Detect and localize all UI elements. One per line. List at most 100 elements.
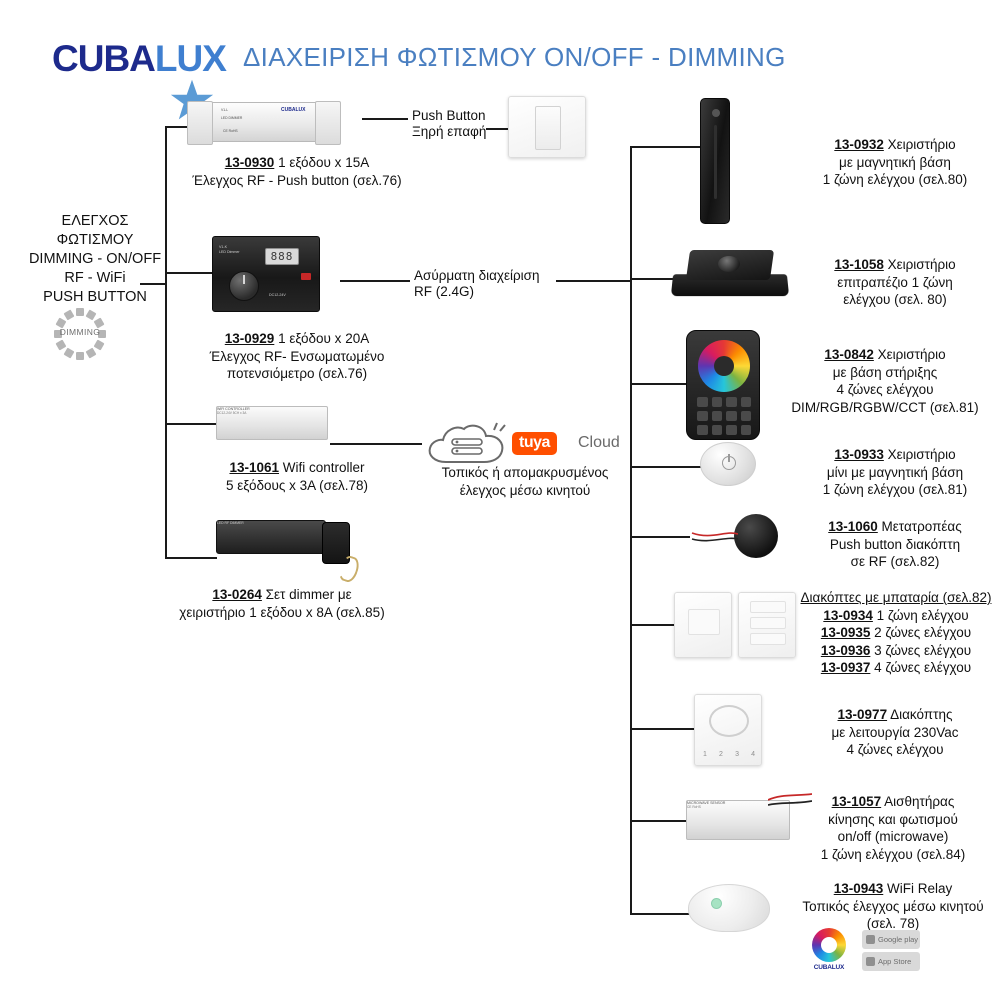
label-13-0264: 13-0264 Σετ dimmer με χειριστήριο 1 εξόδ… — [132, 586, 432, 621]
device-13-1057-wires — [768, 793, 812, 806]
code-13-0934: 13-0934 — [823, 607, 873, 623]
device-13-0930-left-terminal — [187, 101, 213, 145]
push-button-line2: Ξηρή επαφή — [412, 124, 487, 139]
app-store-badge[interactable]: App Store — [862, 952, 920, 971]
desc-13-0943-line2: Τοπικός έλεγχος μέσω κινητού — [802, 898, 984, 914]
push-button-line1: Push Button — [412, 108, 486, 123]
device-13-1057: MICROWAVE SENSOR CE RoHS — [686, 800, 790, 840]
branch-0933 — [630, 466, 702, 468]
cubalux-logo-text: CUBALUX — [813, 964, 845, 971]
branch-1058 — [630, 278, 674, 280]
desc-13-1057-line3: on/off (microwave) — [837, 829, 949, 844]
code-13-1057: 13-1057 — [831, 794, 882, 809]
device-13-0842-key-row-1 — [697, 397, 751, 407]
cubalux-app-logo: CUBALUX — [808, 928, 850, 971]
desc-13-0930-line2: Έλεγχος RF - Push button (σελ.76) — [192, 172, 402, 188]
desc-13-0977-line1: Διακόπτης — [887, 707, 953, 722]
desc-13-1057-line1: Αισθητήρας — [881, 794, 955, 809]
device-13-0842 — [686, 330, 760, 440]
desc-13-1061-line1: Wifi controller — [279, 460, 365, 475]
tuya-badge: tuya — [512, 432, 557, 455]
dimming-dial-icon: DIMMING — [48, 308, 112, 360]
code-13-0264: 13-0264 — [212, 587, 262, 602]
branch-0930 — [165, 126, 189, 128]
left-heading-line-3: DIMMING - ON/OFF — [28, 251, 162, 267]
desc-13-0937: 4 ζώνες ελέγχου — [874, 660, 972, 675]
device-13-0842-color-wheel — [698, 340, 750, 392]
label-13-0933: 13-0933 Χειριστήριο μίνι με μαγνητική βά… — [792, 446, 998, 499]
code-13-0977: 13-0977 — [837, 707, 888, 722]
device-13-1058 — [670, 248, 790, 297]
desc-13-0943-line1: WiFi Relay — [883, 881, 953, 896]
line-pushbutton-right — [486, 128, 508, 130]
desc-13-0977-line2: με λειτουργία 230Vac — [831, 724, 959, 740]
desc-13-1057-line4: 1 ζώνη ελέγχου (σελ.84) — [820, 846, 966, 862]
line-rf-left — [340, 280, 410, 282]
trunk-left-stub — [140, 283, 166, 285]
brand-logo: CUBALUX — [52, 38, 227, 120]
label-13-1058: 13-1058 Χειριστήριο επιτραπέζιο 1 ζώνη ε… — [792, 256, 998, 309]
code-13-0930: 13-0930 — [224, 155, 275, 170]
label-13-0929: 13-0929 1 εξόδου x 20A Έλεγχος RF- Ενσωμ… — [162, 330, 432, 383]
brand-cuba-text: CUBA — [52, 38, 156, 79]
branch-0929 — [165, 272, 213, 274]
left-heading-line-1: ΕΛΕΓΧΟΣ — [61, 213, 129, 229]
code-13-1060: 13-1060 — [828, 519, 878, 534]
branch-1060 — [630, 536, 690, 538]
device-13-0932 — [700, 98, 730, 224]
device-13-0943-led — [711, 898, 722, 909]
trunk-right-vertical — [630, 146, 632, 914]
left-heading-line-4: RF - WiFi — [64, 270, 126, 286]
desc-13-0932-line1: Χειριστήριο — [883, 137, 956, 152]
branch-1061 — [165, 423, 217, 425]
label-13-0842: 13-0842 Χειριστήριο με βάση στήριξης 4 ζ… — [772, 346, 998, 416]
desc-13-1060-line1: Μετατροπέας — [877, 519, 962, 534]
cloud-line1: Τοπικός ή απομακρυσμένος — [441, 465, 609, 480]
power-icon — [722, 454, 736, 470]
device-13-0930: V1-L LED DIMMER CUBALUX CE RoHS — [187, 101, 341, 145]
device-13-0264: LED RF DIMMER — [216, 520, 326, 554]
label-13-0932: 13-0932 Χειριστήριο με μαγνητική βάση 1 … — [792, 136, 998, 189]
desc-13-1058-line1: Χειριστήριο — [883, 257, 956, 272]
device-13-0943-dome — [688, 884, 770, 932]
device-wall-switch — [508, 96, 586, 158]
label-wireless-rf: Ασύρματη διαχείριση RF (2.4G) — [414, 268, 564, 300]
desc-13-0936: 3 ζώνες ελέγχου — [874, 642, 972, 658]
code-13-0936: 13-0936 — [820, 642, 871, 658]
desc-13-1058-line3: ελέγχου (σελ. 80) — [843, 292, 947, 307]
cloud-word: Cloud — [578, 434, 620, 451]
desc-13-0933-line1: Χειριστήριο — [883, 447, 956, 462]
device-13-0932-indicator — [712, 109, 720, 117]
device-battery-switch-multi — [738, 592, 796, 658]
page-title: ΔΙΑΧΕΙΡΙΣΗ ΦΩΤΙΣΜΟΥ ON/OFF - DIMMING — [243, 42, 786, 72]
device-13-1060 — [734, 514, 778, 558]
desc-13-0977-line3: 4 ζώνες ελέγχου — [846, 742, 944, 757]
wireless-line2: RF (2.4G) — [414, 284, 475, 299]
desc-13-0933-line2: μίνι με μαγνητική βάση — [826, 464, 964, 480]
desc-13-0842-line2: με βάση στήριξης — [832, 364, 938, 380]
google-play-badge[interactable]: Google play — [862, 930, 920, 949]
trunk-left-vertical — [165, 126, 167, 558]
branch-0842 — [630, 383, 688, 385]
code-13-0929: 13-0929 — [224, 331, 275, 346]
label-13-0943: 13-0943 WiFi Relay Τοπικός έλεγχος μέσω … — [786, 880, 1000, 933]
branch-0943 — [630, 913, 692, 915]
label-13-0977: 13-0977 Διακόπτης με λειτουργία 230Vac 4… — [792, 706, 998, 759]
device-13-1058-knob — [718, 256, 740, 272]
device-13-1061: WiFi CONTROLLER DC12-24V 5CH x 3A — [216, 406, 328, 440]
line-cloud — [330, 443, 422, 445]
battery-switch-group: Διακόπτες με μπαταρία (σελ.82) 13-0934 1… — [790, 589, 1000, 677]
device-13-0929-knob — [229, 271, 259, 301]
device-13-0977-dial-ring — [709, 705, 749, 737]
desc-13-0842-line3: 4 ζώνες ελέγχου — [836, 382, 934, 397]
device-13-0842-key-row-3 — [697, 425, 751, 435]
desc-13-0842-line4: DIM/RGB/RGBW/CCT (σελ.81) — [791, 399, 979, 415]
code-13-0937: 13-0937 — [820, 660, 871, 675]
device-13-0933-body — [700, 442, 756, 486]
device-13-0929-red-button — [301, 273, 311, 280]
desc-13-0264-line2: χειριστήριο 1 εξόδου x 8A (σελ.85) — [179, 604, 385, 620]
